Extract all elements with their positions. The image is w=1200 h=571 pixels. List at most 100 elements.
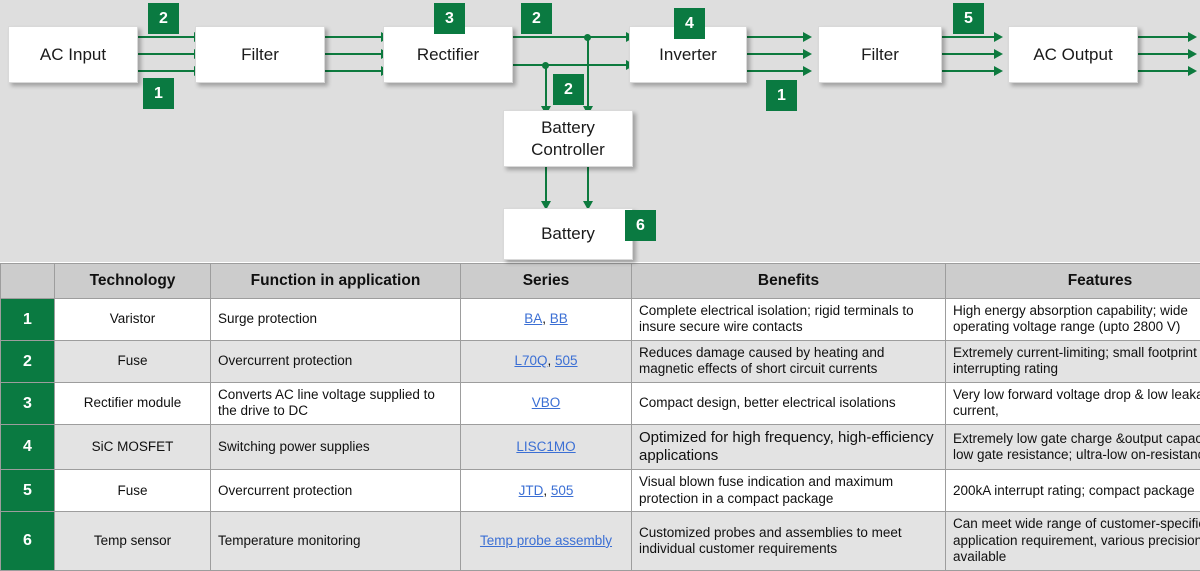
cell-features: Very low forward voltage drop & low leak… bbox=[946, 382, 1200, 424]
badge-2-battery[interactable]: 2 bbox=[553, 74, 584, 105]
wire-acoutput-load-3 bbox=[1136, 70, 1190, 72]
series-link[interactable]: Temp probe assembly bbox=[480, 533, 612, 548]
wire-dclink-positive-down bbox=[587, 37, 589, 109]
badge-1-input[interactable]: 1 bbox=[143, 78, 174, 109]
wire-rectifier-inverter-positive bbox=[511, 36, 628, 38]
cell-series: VBO bbox=[461, 382, 632, 424]
node-inverter-label: Inverter bbox=[659, 44, 717, 65]
cell-features: 200kA interrupt rating; compact package bbox=[946, 470, 1200, 512]
cell-function: Switching power supplies bbox=[211, 424, 461, 470]
series-link[interactable]: JTD bbox=[519, 483, 544, 498]
wire-filter-acoutput-1 bbox=[936, 36, 996, 38]
node-battery-controller-label-line1: Battery bbox=[541, 117, 595, 138]
cell-features: Extremely low gate charge &output capaci… bbox=[946, 424, 1200, 470]
cell-technology: Fuse bbox=[55, 340, 211, 382]
wire-filter-rectifier-3 bbox=[323, 70, 383, 72]
cell-technology: Temp sensor bbox=[55, 512, 211, 570]
node-battery-label: Battery bbox=[541, 223, 595, 244]
node-battery-controller-label-line2: Controller bbox=[531, 139, 605, 160]
cell-features: Can meet wide range of customer-specific… bbox=[946, 512, 1200, 570]
block-diagram: AC Input Filter Rectifier Inverter Filte… bbox=[0, 0, 1200, 263]
badge-2-battery-value: 2 bbox=[564, 81, 573, 99]
wire-acoutput-load-2 bbox=[1136, 53, 1190, 55]
wire-filter-rectifier-2 bbox=[323, 53, 383, 55]
cell-number: 6 bbox=[1, 512, 55, 570]
node-filter-input[interactable]: Filter bbox=[195, 26, 325, 83]
series-separator: , bbox=[547, 353, 555, 368]
cell-function: Overcurrent protection bbox=[211, 470, 461, 512]
cell-number: 5 bbox=[1, 470, 55, 512]
wire-inverter-filter-3 bbox=[745, 70, 805, 72]
cell-technology: Varistor bbox=[55, 299, 211, 341]
node-filter-output[interactable]: Filter bbox=[818, 26, 942, 83]
component-table: Technology Function in application Serie… bbox=[0, 263, 1200, 571]
cell-number: 4 bbox=[1, 424, 55, 470]
arrowhead-acoutput-load-2 bbox=[1188, 49, 1197, 59]
wire-filter-acoutput-3 bbox=[936, 70, 996, 72]
badge-2-input-value: 2 bbox=[159, 10, 168, 28]
arrowhead-inverter-filter-2 bbox=[803, 49, 812, 59]
series-link[interactable]: L70Q bbox=[514, 353, 547, 368]
component-table-wrapper: Technology Function in application Serie… bbox=[0, 263, 1200, 571]
col-header-features: Features bbox=[946, 264, 1200, 299]
series-link[interactable]: VBO bbox=[532, 395, 561, 410]
cell-benefits: Compact design, better electrical isolat… bbox=[632, 382, 946, 424]
node-ac-output[interactable]: AC Output bbox=[1008, 26, 1138, 83]
cell-number: 1 bbox=[1, 299, 55, 341]
col-header-technology: Technology bbox=[55, 264, 211, 299]
junction-dot-positive bbox=[584, 34, 591, 41]
cell-benefits: Customized probes and assemblies to meet… bbox=[632, 512, 946, 570]
cell-technology: Fuse bbox=[55, 470, 211, 512]
node-filter-output-label: Filter bbox=[861, 44, 899, 65]
col-header-function: Function in application bbox=[211, 264, 461, 299]
series-link[interactable]: BA bbox=[524, 311, 542, 326]
wire-filter-acoutput-2 bbox=[936, 53, 996, 55]
badge-2-dclink-value: 2 bbox=[532, 10, 541, 28]
cell-benefits: Reduces damage caused by heating and mag… bbox=[632, 340, 946, 382]
series-link[interactable]: LISC1MO bbox=[516, 439, 575, 454]
wire-acinput-filter-2 bbox=[136, 53, 196, 55]
wire-filter-rectifier-1 bbox=[323, 36, 383, 38]
cell-benefits: Optimized for high frequency, high-effic… bbox=[632, 424, 946, 470]
cell-series: BA, BB bbox=[461, 299, 632, 341]
cell-number: 2 bbox=[1, 340, 55, 382]
badge-2-dclink[interactable]: 2 bbox=[521, 3, 552, 34]
arrowhead-filter-acoutput-1 bbox=[994, 32, 1003, 42]
badge-6-battery[interactable]: 6 bbox=[625, 210, 656, 241]
series-link[interactable]: BB bbox=[550, 311, 568, 326]
wire-controller-battery-right bbox=[587, 164, 589, 204]
badge-4-inverter[interactable]: 4 bbox=[674, 8, 705, 39]
node-rectifier-label: Rectifier bbox=[417, 44, 479, 65]
table-header-row: Technology Function in application Serie… bbox=[1, 264, 1200, 299]
arrowhead-inverter-filter-1 bbox=[803, 32, 812, 42]
badge-4-inverter-value: 4 bbox=[685, 15, 694, 33]
node-battery[interactable]: Battery bbox=[503, 208, 633, 260]
badge-6-battery-value: 6 bbox=[636, 217, 645, 235]
cell-function: Overcurrent protection bbox=[211, 340, 461, 382]
wire-inverter-filter-1 bbox=[745, 36, 805, 38]
badge-1-output[interactable]: 1 bbox=[766, 80, 797, 111]
cell-features: High energy absorption capability; wide … bbox=[946, 299, 1200, 341]
wire-rectifier-inverter-negative bbox=[511, 64, 628, 66]
node-ac-output-label: AC Output bbox=[1033, 44, 1112, 65]
series-link[interactable]: 505 bbox=[551, 483, 574, 498]
badge-5-output[interactable]: 5 bbox=[953, 3, 984, 34]
junction-dot-negative bbox=[542, 62, 549, 69]
wire-dclink-negative-down bbox=[545, 65, 547, 109]
wire-acinput-filter-3 bbox=[136, 70, 196, 72]
node-ac-input[interactable]: AC Input bbox=[8, 26, 138, 83]
series-link[interactable]: 505 bbox=[555, 353, 578, 368]
arrowhead-acoutput-load-3 bbox=[1188, 66, 1197, 76]
badge-3-rectifier[interactable]: 3 bbox=[434, 3, 465, 34]
cell-series: L70Q, 505 bbox=[461, 340, 632, 382]
badge-2-input[interactable]: 2 bbox=[148, 3, 179, 34]
node-battery-controller[interactable]: Battery Controller bbox=[503, 110, 633, 167]
table-head: Technology Function in application Serie… bbox=[1, 264, 1200, 299]
node-rectifier[interactable]: Rectifier bbox=[383, 26, 513, 83]
cell-benefits: Complete electrical isolation; rigid ter… bbox=[632, 299, 946, 341]
cell-features: Extremely current-limiting; small footpr… bbox=[946, 340, 1200, 382]
